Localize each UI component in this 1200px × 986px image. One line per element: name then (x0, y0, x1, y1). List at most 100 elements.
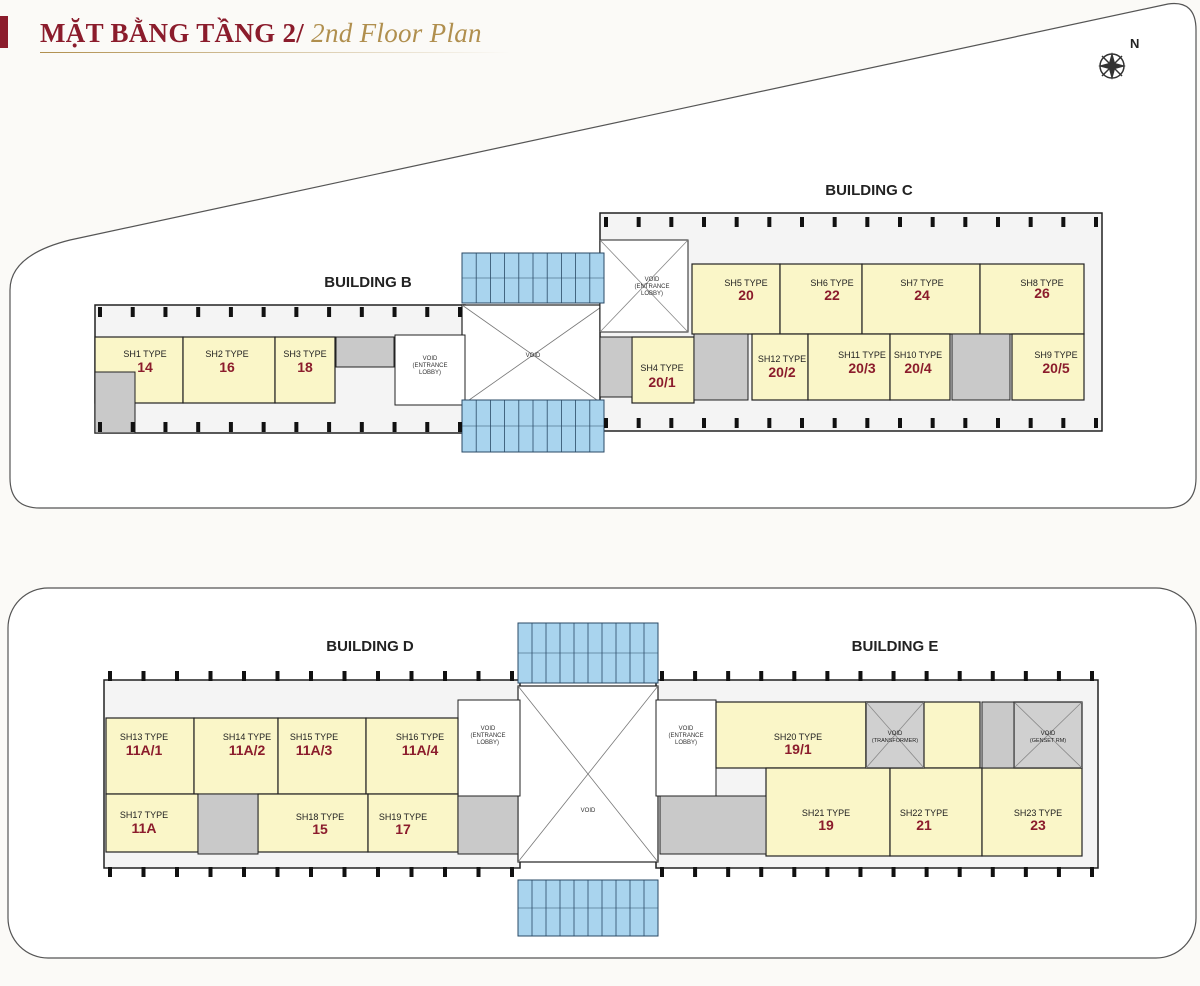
column-b-bottom (98, 422, 102, 432)
unit-sh20-area (715, 701, 867, 769)
unit-sh4-number: 20/1 (648, 374, 675, 390)
unit-sh16[interactable]: SH16 TYPE 11A/4 (365, 717, 459, 795)
void-e-label-2: (ENTRANCE (668, 733, 703, 739)
column-e-bottom (693, 867, 698, 877)
unit-sh12[interactable]: SH12 TYPE 20/2 (751, 333, 809, 401)
column-d-top (309, 671, 313, 681)
unit-sh18[interactable]: SH18 TYPE 15 (257, 793, 369, 853)
unit-sh2[interactable]: SH2 TYPE 16 (182, 336, 276, 404)
glass-skylight-bottom-upper (517, 622, 659, 684)
unit-sh8[interactable]: SH8 TYPE 26 (979, 263, 1085, 335)
column-d-top (175, 671, 179, 681)
unit-sh6[interactable]: SH6 TYPE 22 (779, 263, 863, 335)
void-genset-label-1: VOID (1041, 731, 1056, 737)
column-b-bottom (294, 422, 299, 432)
column-c-top (996, 217, 1000, 227)
core-e-stair-a (981, 701, 1015, 769)
column-c-bottom (669, 418, 674, 428)
column-c-top (604, 217, 608, 227)
column-b-top (98, 307, 102, 317)
unit-sh2-type: SH2 TYPE (205, 349, 248, 359)
unit-sh3[interactable]: SH3 TYPE 18 (274, 336, 336, 404)
column-b-bottom (359, 422, 364, 432)
column-c-top (1028, 217, 1033, 227)
column-d-bottom (208, 867, 213, 877)
column-b-bottom (458, 422, 462, 432)
core-c-stair-a (599, 336, 633, 398)
unit-sh10[interactable]: SH10 TYPE 20/4 (889, 333, 951, 401)
unit-sh11-type: SH11 TYPE (838, 350, 886, 360)
column-d-top (242, 671, 246, 681)
unit-sh12-area (751, 333, 809, 401)
column-d-top (409, 671, 414, 681)
unit-sh13[interactable]: SH13 TYPE 11A/1 (105, 717, 195, 795)
column-d-bottom (376, 867, 380, 877)
unit-sh22[interactable]: SH22 TYPE 21 (889, 767, 983, 857)
unit-sh7[interactable]: SH7 TYPE 24 (861, 263, 981, 335)
column-b-top (359, 307, 364, 317)
unit-sh17[interactable]: SH17 TYPE 11A (105, 793, 199, 853)
unit-sh5-number: 20 (738, 287, 754, 303)
column-e-bottom (957, 867, 962, 877)
building-d-label: BUILDING D (326, 638, 414, 655)
column-b-bottom (130, 422, 135, 432)
column-b-top (425, 307, 430, 317)
void-e-entrance-lobby: VOID (ENTRANCE LOBBY) (668, 726, 703, 746)
unit-sh18-type: SH18 TYPE (296, 812, 344, 822)
unit-sh13-area (105, 717, 195, 795)
void-b-entrance-lobby: VOID (ENTRANCE LOBBY) (412, 356, 447, 376)
void-transformer-label-1: VOID (888, 731, 903, 737)
bottom-void-cross-b (517, 685, 659, 863)
unit-sh6-number: 22 (824, 287, 840, 303)
column-c-top (930, 217, 935, 227)
column-b-top (294, 307, 299, 317)
unit-sh19-number: 17 (395, 821, 411, 837)
top-void-cross-b (461, 304, 605, 406)
unit-sh7-number: 24 (914, 287, 930, 303)
unit-sh20-type: SH20 TYPE (774, 732, 822, 742)
column-e-top (957, 671, 962, 681)
unit-sh21[interactable]: SH21 TYPE 19 (765, 767, 891, 857)
unit-sh4[interactable]: SH4 TYPE 20/1 (631, 336, 695, 404)
column-e-top (891, 671, 896, 681)
core-e-lift-a (659, 795, 767, 855)
column-b-bottom (327, 422, 332, 432)
unit-sh19-type: SH19 TYPE (379, 812, 427, 822)
unit-sh17-number: 11A (132, 820, 157, 836)
column-b-bottom (196, 422, 201, 432)
column-d-top (443, 671, 447, 681)
unit-sh11[interactable]: SH11 TYPE 20/3 (807, 333, 891, 401)
column-c-bottom (930, 418, 935, 428)
unit-sh11-number: 20/3 (848, 360, 875, 376)
column-d-top (108, 671, 112, 681)
unit-sh9[interactable]: SH9 TYPE 20/5 (1011, 333, 1085, 401)
unit-sh5[interactable]: SH5 TYPE 20 (691, 263, 781, 335)
unit-sh3-area (274, 336, 336, 404)
building-b-label: BUILDING B (324, 274, 412, 291)
column-e-bottom (1056, 867, 1061, 877)
unit-sh15[interactable]: SH15 TYPE 11A/3 (277, 717, 367, 795)
c-lobby-cross-b (599, 239, 689, 333)
unit-sh12-type: SH12 TYPE (758, 354, 806, 364)
unit-sh23[interactable]: SH23 TYPE 23 (981, 767, 1083, 857)
column-b-top (196, 307, 201, 317)
column-e-bottom (825, 867, 830, 877)
column-b-bottom (261, 422, 266, 432)
unit-sh19[interactable]: SH19 TYPE 17 (367, 793, 459, 853)
column-b-top (392, 307, 397, 317)
unit-sh8-number: 26 (1034, 285, 1050, 301)
unit-sh21-number: 19 (818, 817, 834, 833)
column-d-bottom (510, 867, 514, 877)
void-b-label-1: VOID (423, 356, 438, 362)
column-e-top (759, 671, 764, 681)
unit-sh20[interactable]: SH20 TYPE 19/1 (715, 701, 867, 769)
unit-sh8-area (979, 263, 1085, 335)
page-title: MẶT BẰNG TẦNG 2/ 2nd Floor Plan (40, 18, 482, 52)
column-c-bottom (1028, 418, 1033, 428)
unit-sh23-type: SH23 TYPE (1014, 808, 1062, 818)
void-c-label-2: (ENTRANCE (634, 284, 669, 290)
column-e-top (990, 671, 995, 681)
unit-sh14[interactable]: SH14 TYPE 11A/2 (193, 717, 279, 795)
glass-roof-bottom-group (517, 622, 659, 937)
